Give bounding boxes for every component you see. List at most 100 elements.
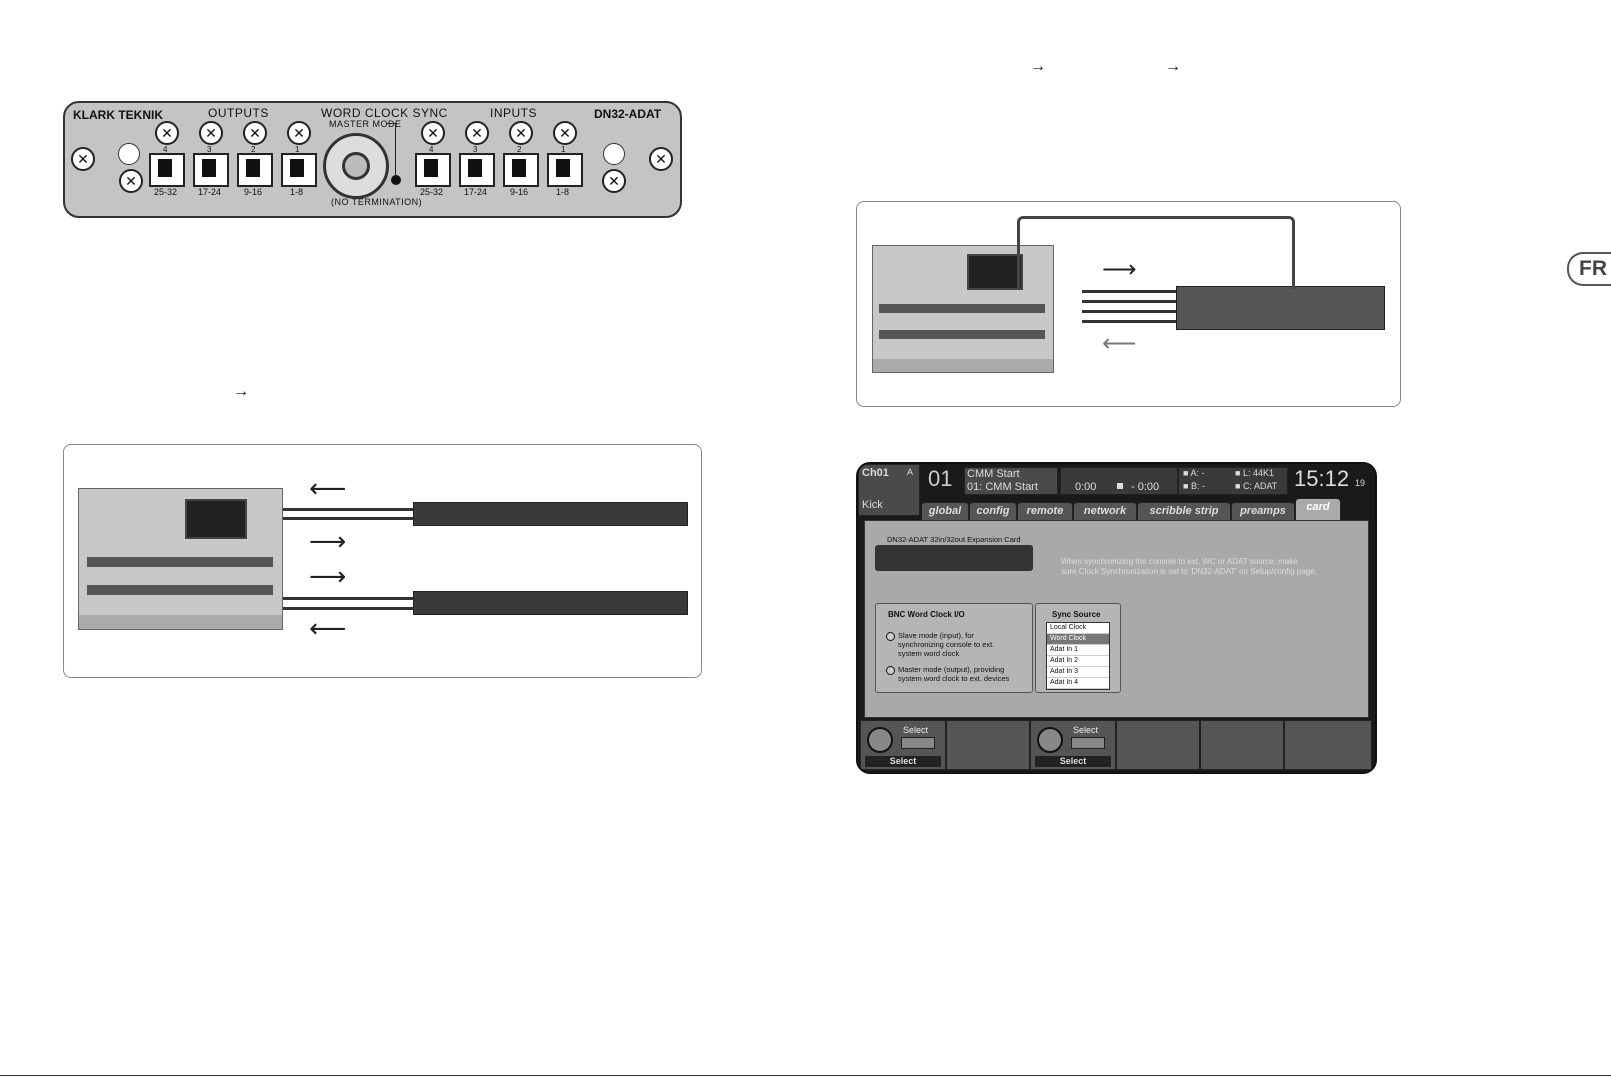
- sync-option-adat-in-2[interactable]: Adat In 2: [1047, 656, 1109, 667]
- softkey-1-select-button[interactable]: Select: [865, 756, 941, 767]
- tab-scribble-strip[interactable]: scribble strip: [1137, 502, 1231, 521]
- outputs-label: OUTPUTS: [208, 106, 269, 120]
- adat-output-port-2[interactable]: [237, 153, 273, 187]
- tab-preamps[interactable]: preamps: [1231, 502, 1295, 521]
- arrow-glyph: →: [1165, 58, 1181, 75]
- stagebox-illustration: [1176, 286, 1385, 330]
- fader-strip: [87, 557, 273, 567]
- adat-input-port-2[interactable]: [503, 153, 539, 187]
- clock: 15:12: [1294, 466, 1350, 491]
- bracket-line: [387, 123, 396, 176]
- arrow-left-icon: ⟵: [309, 613, 347, 643]
- status-c-value: C: ADAT: [1242, 481, 1278, 491]
- status-a-value: -: [1201, 468, 1205, 478]
- softkey-3-field: [1071, 737, 1105, 749]
- transport-box: 0:00 - 0:00: [1060, 467, 1178, 495]
- slave-mode-radio[interactable]: [886, 632, 895, 641]
- rotary-encoder-icon[interactable]: [867, 727, 893, 753]
- status-l-value: L: 44K1: [1242, 468, 1274, 478]
- output-port-range: 1-8: [290, 187, 304, 197]
- status-b-value: -: [1201, 481, 1205, 491]
- sync-option-local-clock[interactable]: Local Clock: [1047, 623, 1109, 634]
- screw-icon: ✕: [243, 121, 267, 145]
- word-clock-sync-label: WORD CLOCK SYNC: [321, 106, 448, 120]
- adat-input-port-1[interactable]: [547, 153, 583, 187]
- master-mode-line-2: system word clock to ext. devices: [898, 674, 1010, 683]
- channel-name: Kick: [862, 499, 883, 511]
- slave-mode-line-1: Slave mode (input), for: [898, 631, 974, 640]
- input-port-number: 3: [473, 145, 478, 154]
- stop-icon[interactable]: [1117, 483, 1123, 489]
- arrow-right-icon: ⟶: [309, 526, 347, 556]
- scene-title: CMM Start: [967, 468, 1020, 480]
- scene-box[interactable]: CMM Start 01: CMM Start: [964, 467, 1058, 495]
- softkey-3-select-button[interactable]: Select: [1035, 756, 1111, 767]
- status-a-label: A:: [1190, 468, 1199, 478]
- console-base: [79, 615, 282, 629]
- adat-output-port-3[interactable]: [193, 153, 229, 187]
- card-title: DN32-ADAT 32in/32out Expansion Card: [887, 535, 1021, 544]
- tab-remote[interactable]: remote: [1017, 502, 1073, 521]
- info-text-line-1: When synchronizing the console to ext. W…: [1061, 557, 1298, 566]
- softkey-6[interactable]: [1284, 720, 1372, 770]
- language-tab-fr[interactable]: FR: [1567, 252, 1611, 286]
- arrow-glyph: →: [233, 383, 249, 400]
- optical-cable: [283, 607, 413, 610]
- clock-seconds: 19: [1355, 478, 1366, 488]
- arrow-left-icon: ⟵: [1102, 330, 1137, 357]
- rotary-encoder-icon[interactable]: [1037, 727, 1063, 753]
- tab-global[interactable]: global: [921, 502, 969, 521]
- slave-mode-line-2: synchronizing console to ext.: [898, 640, 995, 649]
- tab-card[interactable]: card: [1295, 498, 1341, 521]
- output-port-number: 2: [251, 145, 256, 154]
- page-bottom-rule: [0, 1075, 1611, 1076]
- softkey-1-field: [901, 737, 935, 749]
- softkey-1-label: Select: [903, 725, 929, 735]
- optical-cable: [1082, 310, 1176, 313]
- mixing-console-illustration: [78, 488, 283, 630]
- time-remaining: - 0:00: [1131, 481, 1160, 493]
- bnc-group-title: BNC Word Clock I/O: [888, 610, 965, 619]
- time-elapsed: 0:00: [1075, 481, 1097, 493]
- softkey-2[interactable]: [946, 720, 1030, 770]
- brand-logo: KLARK TEKNIK: [73, 108, 163, 122]
- status-box: ■ A: - ■ B: - ■ L: 44K1 ■ C: ADAT: [1178, 467, 1288, 495]
- input-port-range: 1-8: [556, 187, 570, 197]
- adat-input-port-4[interactable]: [415, 153, 451, 187]
- screw-icon: ✕: [553, 121, 577, 145]
- status-c: ■ C: ADAT: [1235, 481, 1278, 491]
- adat-input-port-3[interactable]: [459, 153, 495, 187]
- status-a: ■ A: -: [1183, 468, 1205, 478]
- adat-output-port-1[interactable]: [281, 153, 317, 187]
- channel-box[interactable]: Ch01 A Kick: [858, 464, 920, 516]
- status-b-label: B:: [1190, 481, 1200, 491]
- softkey-3-label: Select: [1073, 725, 1099, 735]
- sync-option-adat-in-4[interactable]: Adat In 4: [1047, 678, 1109, 689]
- softkey-1[interactable]: Select Select: [860, 720, 946, 770]
- bnc-word-clock-connector[interactable]: [323, 133, 389, 199]
- softkey-3[interactable]: Select Select: [1030, 720, 1116, 770]
- sync-option-word-clock[interactable]: Word Clock: [1047, 634, 1109, 645]
- sync-option-adat-in-1[interactable]: Adat In 1: [1047, 645, 1109, 656]
- arrow-glyph: →: [1030, 58, 1046, 75]
- adat-output-port-4[interactable]: [149, 153, 185, 187]
- input-port-range: 17-24: [464, 187, 488, 197]
- status-led-icon: [391, 175, 401, 185]
- master-mode-radio[interactable]: [886, 666, 895, 675]
- tab-network[interactable]: network: [1073, 502, 1137, 521]
- input-port-number: 2: [517, 145, 522, 154]
- output-port-range: 17-24: [198, 187, 222, 197]
- model-label: DN32-ADAT: [594, 107, 662, 121]
- optical-cable: [1082, 320, 1176, 323]
- console-card-screen: Ch01 A Kick 01 CMM Start 01: CMM Start 0…: [856, 462, 1377, 774]
- optical-cable: [1082, 290, 1176, 293]
- screw-icon: ✕: [509, 121, 533, 145]
- arrow-right-icon: ⟶: [1102, 256, 1137, 283]
- optical-cable: [1082, 300, 1176, 303]
- sync-option-adat-in-3[interactable]: Adat In 3: [1047, 667, 1109, 678]
- output-port-number: 1: [295, 145, 300, 154]
- connection-diagram-left: ⟵ ⟶ ⟶ ⟵: [63, 444, 702, 678]
- tab-config[interactable]: config: [969, 502, 1017, 521]
- softkey-5[interactable]: [1200, 720, 1284, 770]
- softkey-4[interactable]: [1116, 720, 1200, 770]
